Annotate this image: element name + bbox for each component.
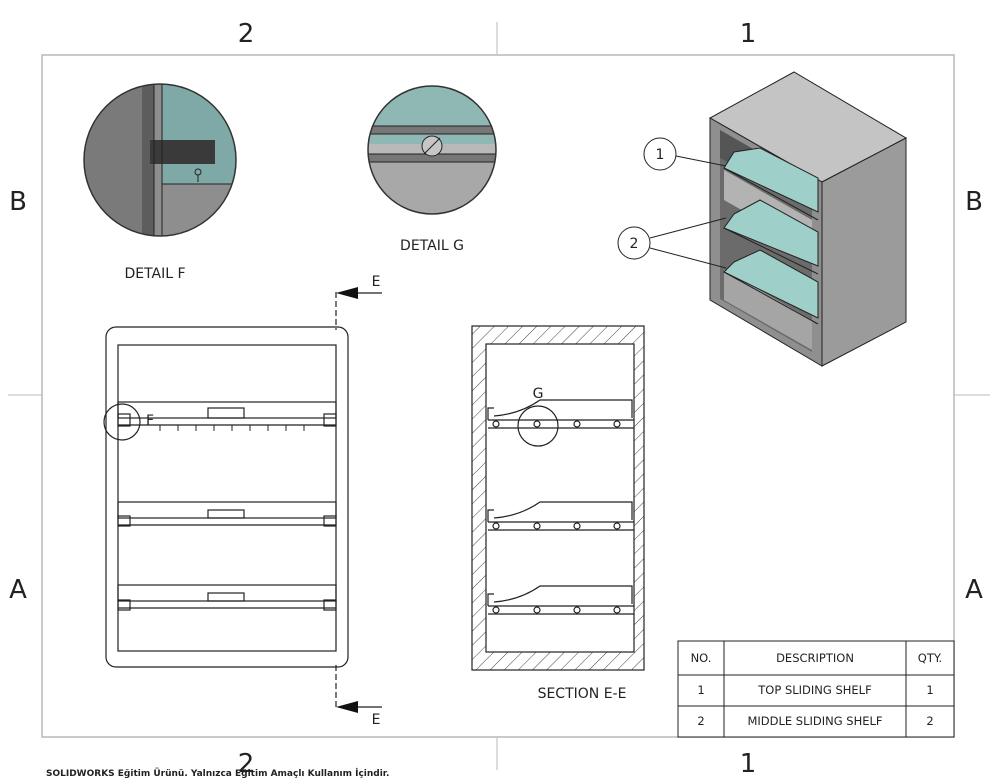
section-letter-top: E bbox=[372, 274, 381, 290]
zone-label-top-2: 2 bbox=[238, 19, 255, 49]
bom-row-2-description: MIDDLE SLIDING SHELF bbox=[747, 714, 882, 728]
section-shelf-bottom bbox=[487, 585, 634, 615]
drawing-border bbox=[41, 54, 955, 738]
detail-f-view bbox=[83, 83, 237, 237]
zone-label-right-b: B bbox=[965, 187, 983, 217]
bom-row-1-no: 1 bbox=[697, 683, 704, 697]
zone-label-bottom-1: 1 bbox=[740, 749, 757, 779]
bill-of-materials: NO. DESCRIPTION QTY. 1 TOP SLIDING SHELF… bbox=[677, 640, 955, 738]
front-shelf-top bbox=[117, 401, 337, 427]
section-e-e-label: SECTION E-E bbox=[538, 686, 627, 702]
balloon-1: 1 bbox=[643, 137, 727, 171]
bom-row-1-qty: 1 bbox=[926, 683, 933, 697]
detail-f-callout bbox=[103, 403, 141, 441]
zone-label-left-a: A bbox=[9, 575, 27, 605]
balloon-2: 2 bbox=[617, 217, 727, 269]
front-shelf-bottom bbox=[117, 584, 337, 611]
footer-watermark-text: SOLIDWORKS Eğitim Ürünü. Yalnızca Eğitim… bbox=[46, 768, 389, 779]
bom-header-description: DESCRIPTION bbox=[776, 651, 854, 665]
front-shelf-top-tick-marks bbox=[159, 425, 305, 431]
svg-text:1: 1 bbox=[656, 147, 665, 163]
isometric-view bbox=[708, 71, 908, 367]
zone-label-right-a: A bbox=[965, 575, 983, 605]
bom-row-1-description: TOP SLIDING SHELF bbox=[757, 683, 871, 697]
bom-header-qty: QTY. bbox=[918, 651, 942, 665]
section-arrow-bottom bbox=[336, 701, 358, 713]
detail-g-callout bbox=[517, 405, 559, 447]
detail-f-label: DETAIL F bbox=[124, 266, 185, 282]
bom-header-no: NO. bbox=[691, 651, 712, 665]
detail-g-view bbox=[367, 85, 497, 215]
detail-g-label: DETAIL G bbox=[400, 238, 464, 254]
detail-g-letter: G bbox=[533, 386, 544, 402]
section-e-e-view bbox=[471, 325, 645, 671]
svg-text:2: 2 bbox=[630, 236, 639, 252]
detail-f-letter: F bbox=[146, 413, 154, 429]
front-view bbox=[103, 292, 382, 710]
section-letter-bottom: E bbox=[372, 712, 381, 728]
bom-row-2-no: 2 bbox=[697, 714, 704, 728]
front-shelf-middle bbox=[117, 501, 337, 527]
zone-label-top-1: 1 bbox=[740, 19, 757, 49]
zone-label-left-b: B bbox=[9, 187, 27, 217]
section-shelf-middle bbox=[487, 501, 634, 531]
zone-label-bottom-2: 2 bbox=[238, 749, 255, 779]
bom-row-2-qty: 2 bbox=[926, 714, 933, 728]
section-arrow-top bbox=[336, 287, 358, 299]
section-shelf-top bbox=[487, 399, 634, 429]
